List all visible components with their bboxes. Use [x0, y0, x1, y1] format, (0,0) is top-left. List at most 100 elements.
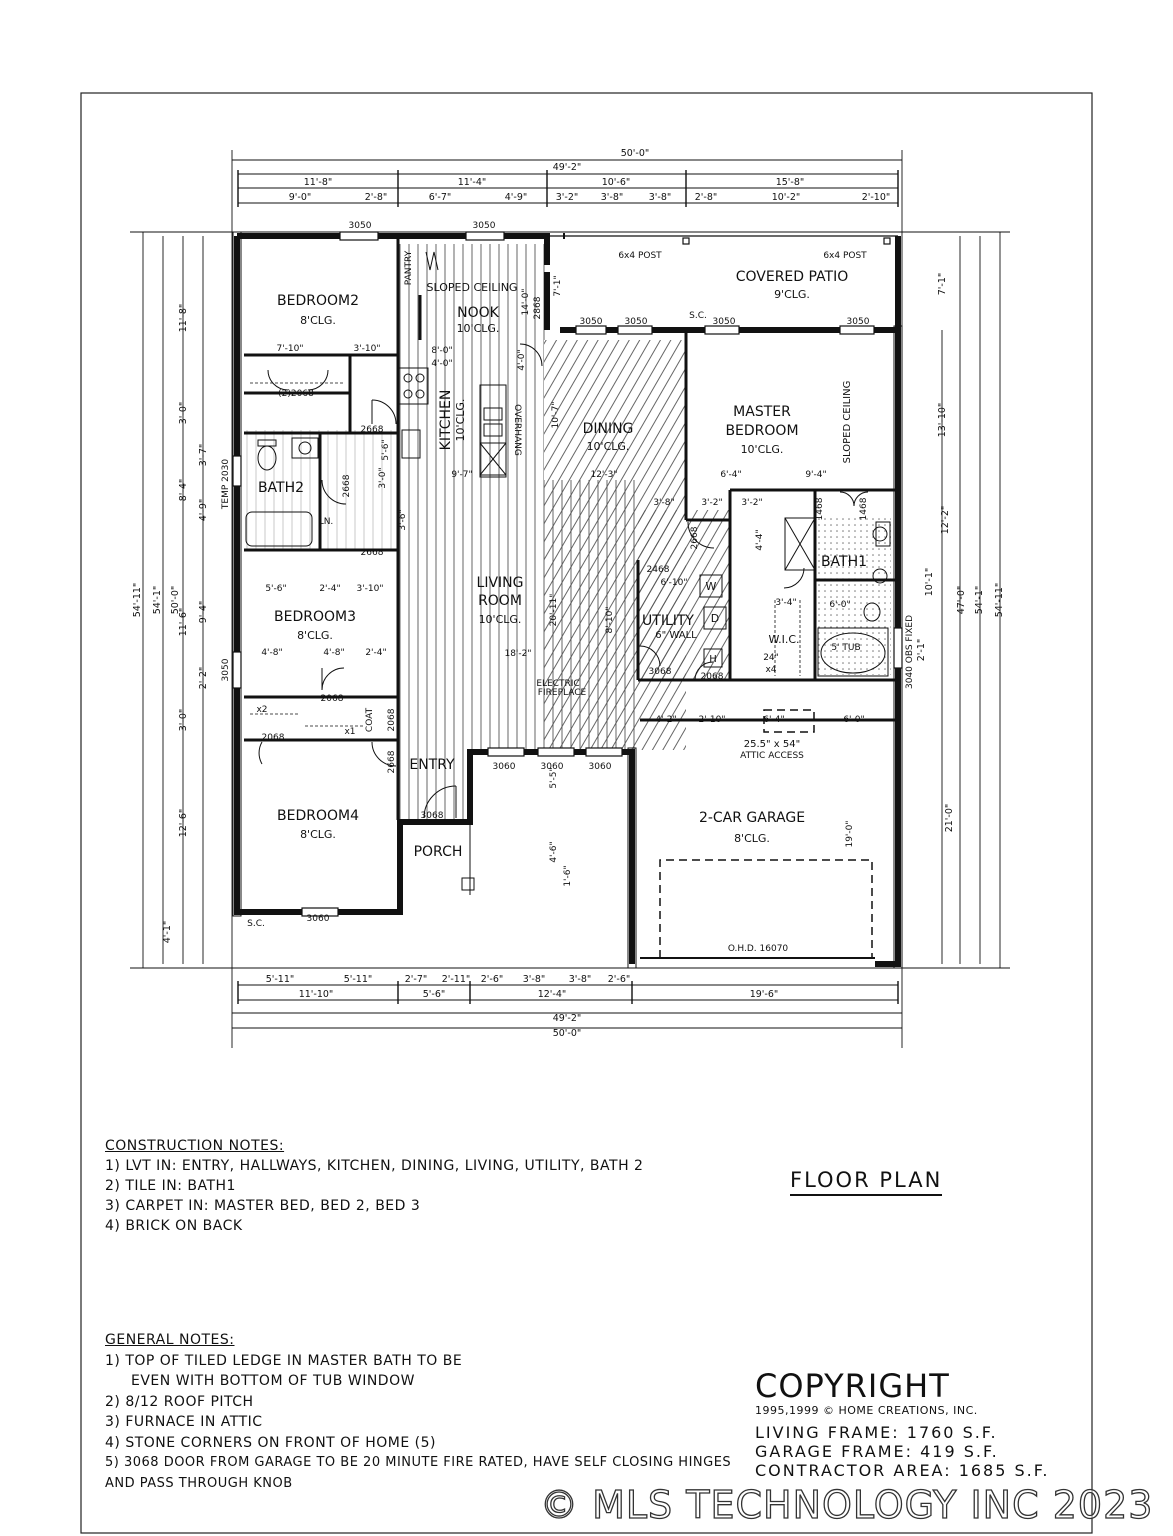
interior-dimensions: 7'-10" 3'-10" 8'-0" 4'-0" 9'-7" 12'-3" 1… — [256, 275, 864, 886]
general-note: 3) FURNACE IN ATTIC — [105, 1414, 263, 1430]
dim-right2-2: 2'-1" — [916, 639, 927, 662]
label-temp: TEMP 2030 — [221, 459, 231, 510]
dim-overall-width-bottom: 50'-0" — [553, 1028, 582, 1039]
dim-int: 2'-4" — [319, 584, 340, 594]
label-washer: W — [706, 580, 717, 593]
room-name-master: MASTER — [733, 404, 791, 420]
contractor-area: CONTRACTOR AREA: 1685 S.F. — [755, 1461, 1050, 1480]
room-name-wic: W.I.C. — [768, 633, 799, 646]
dim-int: 6'-10" — [660, 578, 687, 588]
dim-int: 5'-6" — [265, 584, 286, 594]
dim-frame-depth-left: 54'-1" — [152, 586, 163, 615]
dim-int: 9'-7" — [451, 470, 472, 480]
room-ceiling-living: 10'CLG. — [479, 613, 522, 626]
dim-top-2: 11'-4" — [458, 177, 487, 188]
opening-2668: 2668 — [361, 548, 384, 558]
dim-int: 3'-2" — [741, 498, 762, 508]
opening-2668: 2668 — [361, 425, 384, 435]
label-heater: H — [709, 654, 717, 665]
dim-top2-2: 2'-8" — [365, 192, 388, 203]
dim-left-6: 12'-6" — [178, 809, 189, 838]
dim-overall-depth-left: 54'-11" — [132, 583, 143, 618]
general-note: AND PASS THROUGH KNOB — [105, 1475, 293, 1491]
room-name-patio: COVERED PATIO — [736, 269, 849, 285]
room-name-porch: PORCH — [414, 844, 463, 860]
opening-3050: 3050 — [580, 317, 603, 327]
dimension-text: 50'-0" 49'-2" 11'-8" 11'-4" 10'-6" 15'-8… — [132, 148, 1005, 1039]
watermark: © MLS TECHNOLOGY INC 2023 — [539, 1482, 1154, 1527]
dim-int: 3'-6" — [398, 509, 408, 530]
label-post-2: 6x4 POST — [823, 251, 867, 261]
construction-notes-heading: CONSTRUCTION NOTES: — [105, 1138, 285, 1154]
dim-int: x1 — [344, 727, 355, 737]
dim-int: 6'-4" — [720, 470, 741, 480]
dim-top-1: 11'-8" — [304, 177, 333, 188]
dim-left2-2: 4'-9" — [198, 499, 209, 522]
room-name-bath1: BATH1 — [821, 554, 867, 570]
dim-int: 2'-10" — [698, 715, 725, 725]
label-sc-patio: S.C. — [689, 311, 707, 321]
label-ohd: O.H.D. 16070 — [728, 944, 789, 954]
opening-2068: 2068 — [262, 733, 285, 743]
general-note: 2) 8/12 ROOF PITCH — [105, 1393, 254, 1410]
label-obs: 3040 OBS FIXED — [905, 615, 915, 689]
opening-3050: 3050 — [625, 317, 648, 327]
construction-note: 4) BRICK ON BACK — [105, 1218, 243, 1234]
dim-int: 2'-4" — [365, 648, 386, 658]
garage-door — [659, 709, 873, 958]
dim-left-3: 8'-4" — [178, 479, 189, 502]
dim-int: 7'-1" — [553, 275, 563, 296]
dim-left-1: 11'-8" — [178, 304, 189, 333]
opening-3050: 3050 — [473, 221, 496, 231]
opening-2668: 2668 — [342, 474, 352, 497]
dim-int: x2 — [256, 705, 267, 715]
dim-int: 3'-2" — [701, 498, 722, 508]
general-notes: GENERAL NOTES: 1) TOP OF TILED LEDGE IN … — [105, 1330, 731, 1494]
construction-notes: CONSTRUCTION NOTES: 1) LVT IN: ENTRY, HA… — [105, 1136, 643, 1236]
dim-int: 7'-10" — [276, 344, 303, 354]
dim-left2-3: 9'-4" — [198, 601, 209, 624]
opening-3050: 3050 — [847, 317, 870, 327]
dim-bot2-1: 11'-10" — [299, 989, 334, 1000]
closet-shelves — [250, 382, 801, 727]
room-name-bath2: BATH2 — [258, 480, 304, 496]
dim-right-2: 13'-10" — [937, 403, 948, 438]
dim-int: 14'-0" — [521, 288, 531, 315]
windows — [232, 231, 903, 917]
living-frame-area: LIVING FRAME: 1760 S.F. — [755, 1423, 998, 1442]
label-post-1: 6x4 POST — [618, 251, 662, 261]
dim-int: 3'-4" — [775, 598, 796, 608]
dim-int: 4'-8" — [323, 648, 344, 658]
kitchen-fixtures — [397, 251, 507, 478]
dim-int: 4'-8" — [261, 648, 282, 658]
dim-bot-6: 3'-8" — [523, 974, 546, 985]
general-note: 1) TOP OF TILED LEDGE IN MASTER BATH TO … — [105, 1352, 463, 1369]
dim-top2-8: 2'-8" — [695, 192, 718, 203]
construction-note: 3) CARPET IN: MASTER BED, BED 2, BED 3 — [105, 1198, 421, 1214]
dim-int: 20'-11" — [549, 594, 559, 627]
dim-int: 18'-2" — [504, 649, 531, 659]
label-fireplace-2: FIREPLACE — [538, 688, 587, 698]
opening-2468: 2468 — [647, 565, 670, 575]
dim-left-5: 3'-0" — [178, 709, 189, 732]
dim-top2-5: 3'-2" — [556, 192, 579, 203]
label-coat: COAT — [365, 707, 375, 732]
room-name-living-2: ROOM — [478, 593, 522, 609]
dim-bot-5: 2'-6" — [481, 974, 504, 985]
room-name-bed4: BEDROOM4 — [277, 808, 359, 824]
dim-frame-width-bottom: 49'-2" — [553, 1013, 582, 1024]
label-attic: ATTIC ACCESS — [740, 751, 804, 761]
dim-left-4: 11'-6" — [178, 608, 189, 637]
dimension-ticks — [237, 170, 899, 1004]
opening-3050: 3050 — [221, 658, 231, 681]
copyright-title: COPYRIGHT — [755, 1367, 950, 1405]
opening-2068: 2068 — [387, 708, 397, 731]
dim-right-total: 47'-0" — [956, 586, 967, 615]
opening-3050: 3050 — [349, 221, 372, 231]
dim-int: 6'-4" — [763, 715, 784, 725]
dim-int: 3'-10" — [353, 344, 380, 354]
dim-bot2-4: 19'-6" — [750, 989, 779, 1000]
label-sloped-ceiling-master: SLOPED CEILING — [842, 381, 853, 464]
dim-left2-1: 3'-7" — [198, 444, 209, 467]
room-name-utility: UTILITY — [642, 613, 694, 629]
